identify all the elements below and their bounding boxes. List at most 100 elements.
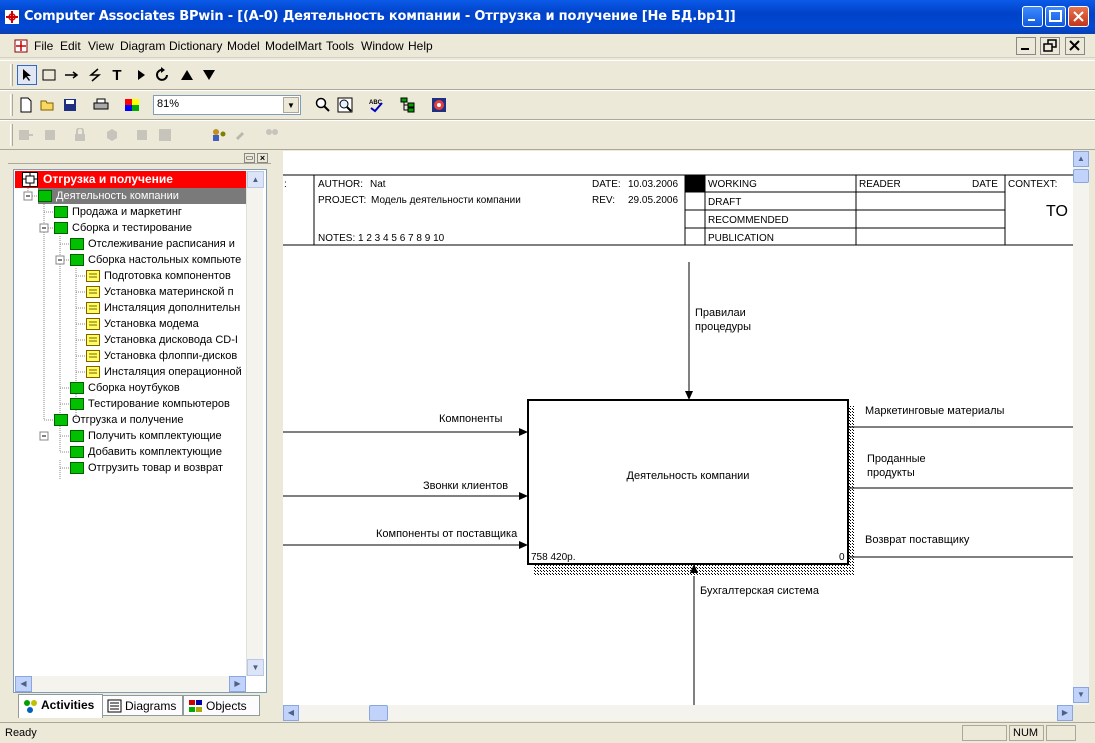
zoom-select[interactable]: 81% ▼ [153, 95, 301, 115]
zoom-fit-button[interactable] [335, 95, 355, 115]
scroll-down-button[interactable]: ▼ [247, 659, 264, 676]
tree-hscrollbar[interactable]: ◀ ▶ [15, 676, 246, 692]
menu-tools[interactable]: Tools [326, 39, 355, 53]
mm-tools-button[interactable] [231, 125, 251, 145]
tree-node[interactable]: Установка дисковода CD-I [86, 332, 238, 348]
menu-file[interactable]: File [34, 39, 54, 53]
panel-close-button[interactable]: × [257, 153, 268, 163]
spell-check-button[interactable]: ABC [366, 95, 386, 115]
tree-node[interactable]: Установка материнской п [86, 284, 234, 300]
tree-node[interactable]: Получить комплектующие [70, 428, 222, 444]
box-tool-button[interactable] [39, 65, 59, 85]
magnifier-page-icon [337, 97, 353, 113]
idef0-diagram: : AUTHOR: Nat DATE: 10.03.2006 PROJECT: … [283, 174, 1073, 705]
mdi-restore-button[interactable] [1040, 37, 1060, 55]
squiggle-tool-button[interactable] [85, 65, 105, 85]
tree-collapse-toggle[interactable] [23, 191, 33, 201]
pointer-tool-button[interactable] [17, 65, 37, 85]
mm-lock-button[interactable] [70, 125, 90, 145]
menu-window[interactable]: Window [361, 39, 404, 53]
menu-view[interactable]: View [88, 39, 114, 53]
bpwin-app-icon[interactable] [4, 9, 20, 25]
mdi-close-button[interactable] [1065, 37, 1085, 55]
color-button[interactable] [122, 95, 142, 115]
mm-connect-button[interactable] [16, 125, 36, 145]
tree-node[interactable]: Отгрузка и получение [54, 412, 184, 428]
tree-node[interactable]: Сборка настольных компьюте [70, 252, 241, 268]
save-button[interactable] [60, 95, 80, 115]
text-tool-button[interactable]: T [107, 65, 127, 85]
mm-grid-button[interactable] [155, 125, 175, 145]
report-button[interactable] [429, 95, 449, 115]
mdi-minimize-button[interactable] [1016, 37, 1036, 55]
menu-edit[interactable]: Edit [60, 39, 81, 53]
zoom-in-button[interactable] [313, 95, 333, 115]
scroll-down-button[interactable]: ▼ [1073, 687, 1089, 703]
mm-security-button[interactable] [209, 125, 229, 145]
tree-node[interactable]: Деятельность компании [38, 188, 246, 204]
scroll-right-button[interactable]: ▶ [1057, 705, 1073, 721]
tree-node[interactable]: Инсталяция операционной [86, 364, 242, 380]
tree-collapse-toggle[interactable] [39, 223, 49, 233]
minimize-button[interactable] [1022, 6, 1043, 27]
maximize-button[interactable] [1045, 6, 1066, 27]
go-down-button[interactable] [199, 65, 219, 85]
menu-model[interactable]: Model [227, 39, 260, 53]
menu-help[interactable]: Help [408, 39, 433, 53]
tree-node[interactable]: Отгрузить товар и возврат [70, 460, 223, 476]
scroll-left-button[interactable]: ◀ [15, 676, 32, 692]
tree-node[interactable]: Сборка и тестирование [54, 220, 192, 236]
mm-sessions-button[interactable] [133, 125, 153, 145]
scroll-thumb[interactable] [369, 705, 388, 721]
activity-green-icon [54, 414, 68, 426]
tree-node[interactable]: Установка флоппи-дисков [86, 348, 237, 364]
go-to-parent-button[interactable] [177, 65, 197, 85]
scroll-right-button[interactable]: ▶ [229, 676, 246, 692]
tree-node[interactable]: Подготовка компонентов [86, 268, 231, 284]
canvas-vscrollbar[interactable]: ▲ ▼ [1073, 151, 1089, 705]
panel-splitter[interactable] [273, 150, 281, 722]
model-explorer-button[interactable] [398, 95, 418, 115]
chevron-down-icon[interactable]: ▼ [283, 97, 299, 113]
menu-modelmart[interactable]: ModelMart [265, 39, 322, 53]
tree-node[interactable]: Инсталяция дополнительн [86, 300, 240, 316]
toolbar-grip[interactable] [10, 94, 13, 116]
arrow-tool-button[interactable] [62, 65, 82, 85]
menu-diagram[interactable]: Diagram [120, 39, 166, 53]
canvas-hscrollbar[interactable]: ◀ ▶ [283, 705, 1073, 721]
tree-node[interactable]: Тестирование компьютеров [70, 396, 230, 412]
tab-diagrams[interactable]: Diagrams [102, 695, 183, 716]
new-button[interactable] [16, 95, 36, 115]
toolbar-grip[interactable] [10, 64, 13, 86]
close-button[interactable] [1068, 6, 1089, 27]
diagram-canvas[interactable]: : AUTHOR: Nat DATE: 10.03.2006 PROJECT: … [283, 151, 1073, 705]
scroll-up-button[interactable]: ▲ [1073, 151, 1089, 167]
mm-users-button[interactable] [262, 125, 282, 145]
tree-node[interactable]: Отслеживание расписания и [70, 236, 235, 252]
tree-node[interactable]: Продажа и маркетинг [54, 204, 182, 220]
menu-dictionary[interactable]: Dictionary [169, 39, 223, 53]
scroll-thumb[interactable] [1073, 169, 1089, 183]
tree-root-node[interactable]: Отгрузка и получение [15, 171, 246, 188]
scroll-left-button[interactable]: ◀ [283, 705, 299, 721]
toolbar-grip[interactable] [10, 124, 13, 146]
mm-disconnect-button[interactable] [38, 125, 58, 145]
panel-restore-button[interactable]: ▭ [244, 153, 255, 163]
document-icon[interactable] [14, 39, 28, 53]
tree-vscrollbar[interactable]: ▲ ▼ [246, 171, 264, 676]
open-button[interactable] [38, 95, 58, 115]
tab-activities[interactable]: Activities [18, 694, 103, 718]
scroll-up-button[interactable]: ▲ [247, 171, 264, 188]
tab-objects[interactable]: Objects [183, 695, 260, 716]
activity-box[interactable] [527, 399, 849, 565]
mm-library-button[interactable] [102, 125, 122, 145]
go-to-sibling-button[interactable] [153, 65, 173, 85]
tree-node[interactable]: Установка модема [86, 316, 199, 332]
tree-node-label: Тестирование компьютеров [88, 398, 230, 410]
print-button[interactable] [91, 95, 111, 115]
tree-collapse-toggle[interactable] [55, 255, 65, 265]
tree-collapse-toggle[interactable] [39, 431, 49, 441]
tree-node[interactable]: Добавить комплектующие [70, 444, 222, 460]
tree-node[interactable]: Сборка ноутбуков [70, 380, 180, 396]
go-to-child-button[interactable] [131, 65, 151, 85]
